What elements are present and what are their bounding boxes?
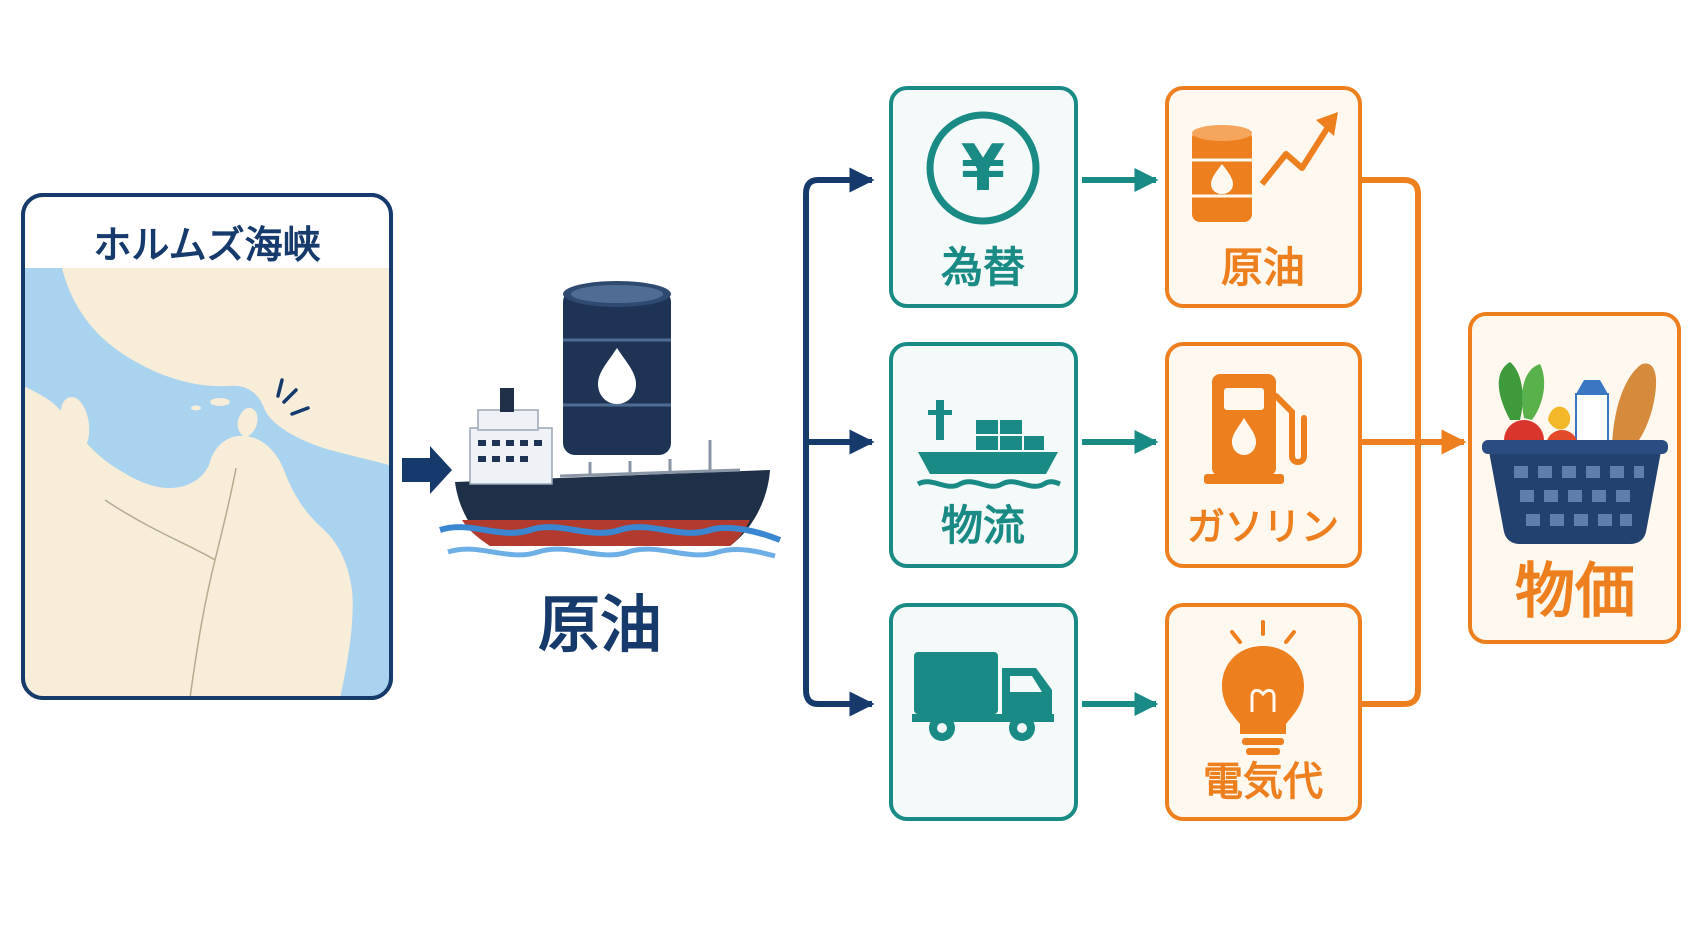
- map-title: ホルムズ海峡: [93, 223, 320, 267]
- arrow-map-to-crude: [402, 446, 452, 494]
- yen-icon: ¥: [926, 111, 1040, 225]
- svg-text:¥: ¥: [961, 132, 1006, 206]
- truck-icon: [912, 652, 1054, 741]
- oil-barrel-icon: [563, 281, 671, 455]
- oil-barrel-rising-icon: [1192, 112, 1338, 222]
- factor-label-exchange-rate: 為替: [941, 243, 1025, 292]
- impact-box-electricity: 電気代: [1165, 603, 1362, 821]
- fuel-pump-icon: [1204, 374, 1307, 484]
- merge-connector-orange: [1362, 177, 1467, 707]
- grocery-basket-icon: [1482, 362, 1668, 544]
- factor-box-transport: [889, 603, 1078, 821]
- crude-oil-label: 原油: [538, 588, 662, 661]
- branch-connector-navy: [803, 167, 875, 717]
- tanker-ship-icon: [439, 388, 782, 559]
- strait-highlight-marks: [276, 378, 310, 416]
- cargo-ship-icon: [916, 400, 1061, 489]
- light-bulb-icon: [1222, 620, 1304, 755]
- crude-oil-tanker-illustration: 原油: [439, 281, 782, 661]
- impact-box-gasoline: ガソリン: [1165, 342, 1362, 568]
- result-label-prices: 物価: [1515, 557, 1635, 627]
- factor-box-logistics: 物流: [889, 342, 1078, 568]
- result-box-prices: 物価: [1468, 312, 1681, 644]
- impact-label-electricity: 電気代: [1203, 759, 1323, 805]
- impact-label-crude-oil: 原油: [1221, 243, 1305, 292]
- factor-box-exchange-rate: ¥ 為替: [889, 86, 1078, 308]
- teal-arrows: [1082, 168, 1159, 716]
- strait-of-hormuz-map-panel: ホルムズ海峡: [21, 193, 393, 700]
- impact-label-gasoline: ガソリン: [1187, 505, 1339, 549]
- impact-box-crude-oil: 原油: [1165, 86, 1362, 308]
- map-illustration: [23, 195, 391, 698]
- factor-label-logistics: 物流: [941, 501, 1025, 550]
